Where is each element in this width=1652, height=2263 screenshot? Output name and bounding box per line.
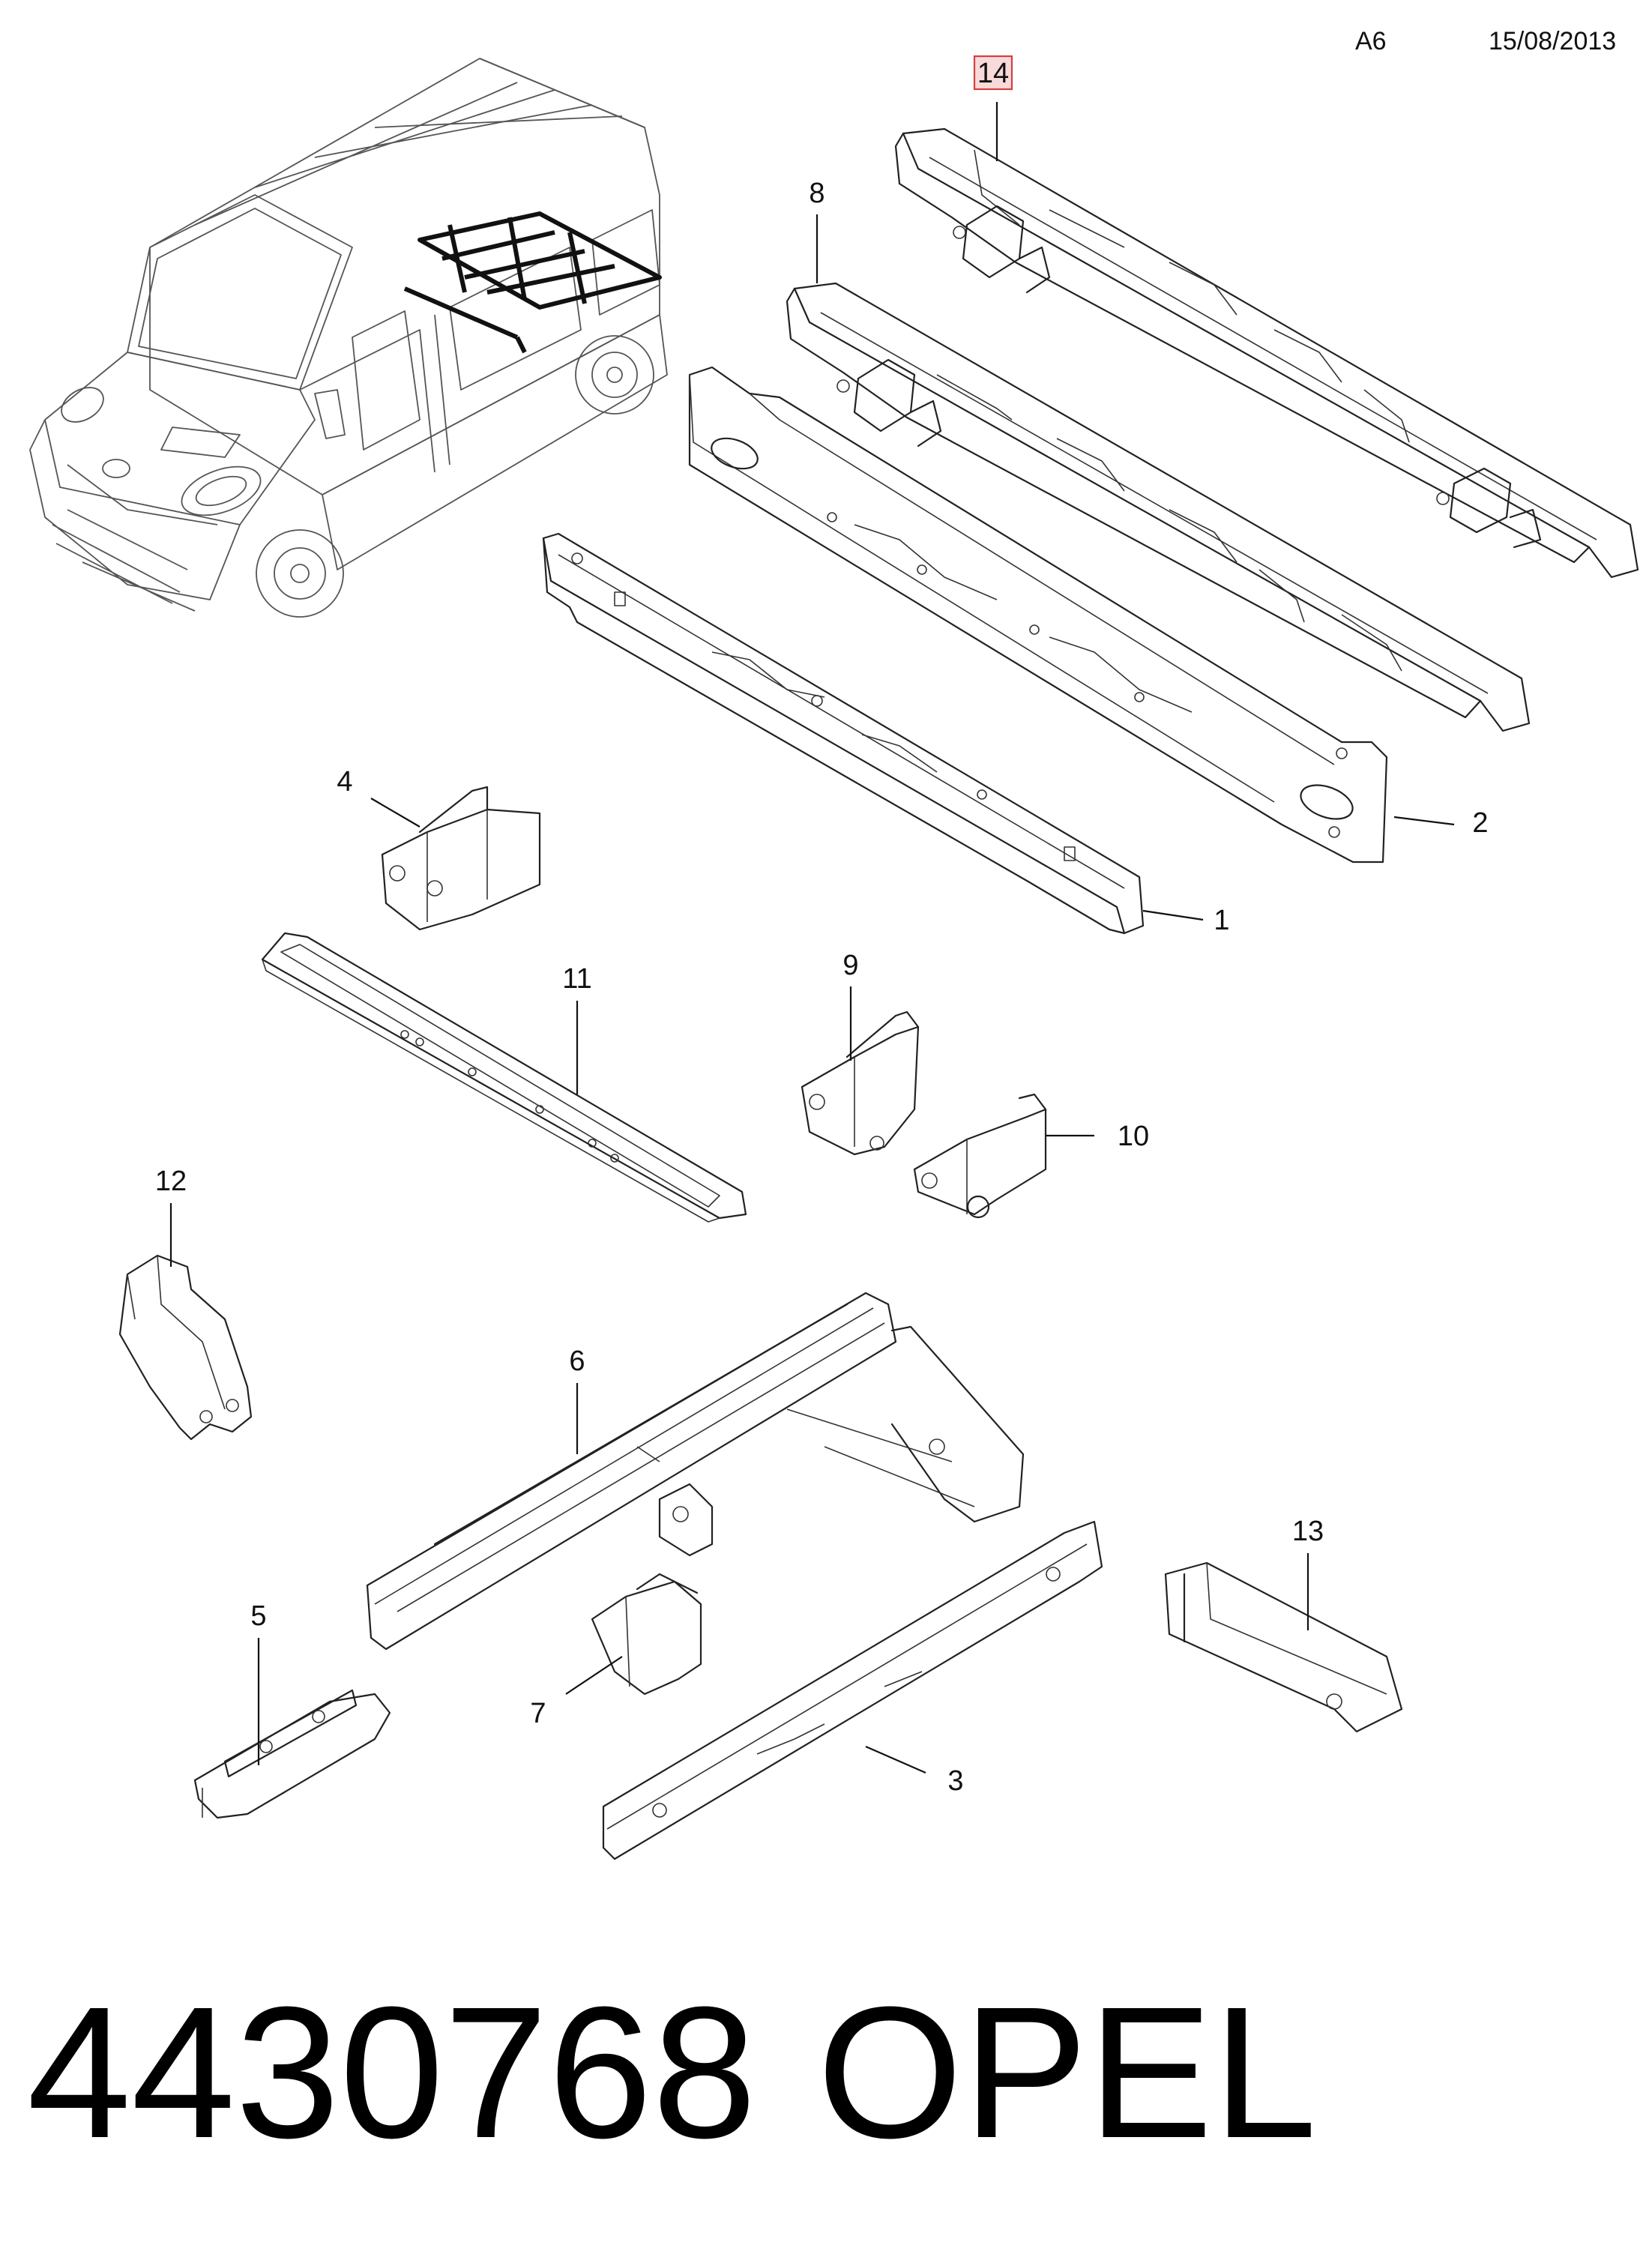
callout-3: 3 — [947, 1765, 963, 1797]
part-9-bracket — [801, 1010, 920, 1156]
callout-4: 4 — [337, 766, 352, 798]
callout-14: 14 — [977, 58, 1009, 89]
brand-name: OPEL — [817, 1968, 1317, 2177]
part-8-crossmember — [786, 282, 1531, 732]
sheet-code: A6 — [1355, 27, 1387, 55]
part-2-crossmember-plate — [688, 366, 1388, 864]
callout-9: 9 — [842, 950, 858, 981]
part-6-side-rail-assembly — [366, 1292, 1025, 1651]
sheet-date: 15/08/2013 — [1489, 27, 1617, 55]
part-7-bracket — [591, 1573, 702, 1696]
part-12-bracket — [118, 1254, 253, 1441]
part-14-rear-crossmember — [894, 127, 1639, 579]
callout-5: 5 — [250, 1600, 266, 1632]
part-5-mount — [193, 1689, 391, 1819]
callout-labels: 14 8 2 1 4 11 9 10 12 6 5 7 3 13 — [155, 55, 1489, 1797]
part-4-bracket — [381, 786, 541, 931]
leader-lines — [169, 102, 1455, 1774]
part-11-floor-rail — [261, 932, 747, 1223]
callout-6: 6 — [569, 1346, 585, 1377]
callout-11: 11 — [562, 963, 591, 995]
part-1-crossmember — [542, 532, 1145, 935]
callout-13: 13 — [1292, 1516, 1324, 1547]
part-3-rail — [602, 1520, 1103, 1860]
callout-14-highlight — [973, 55, 1013, 91]
part-number: 4430768 — [27, 1968, 757, 2177]
callout-12: 12 — [155, 1166, 187, 1197]
part-10-bracket — [913, 1093, 1047, 1219]
callout-1: 1 — [1214, 905, 1229, 936]
callout-7: 7 — [530, 1698, 546, 1729]
part-13-bracket — [1164, 1561, 1403, 1733]
van-illustration — [29, 58, 668, 618]
callout-2: 2 — [1472, 807, 1488, 839]
callout-8: 8 — [809, 178, 825, 209]
callout-10: 10 — [1118, 1121, 1149, 1152]
